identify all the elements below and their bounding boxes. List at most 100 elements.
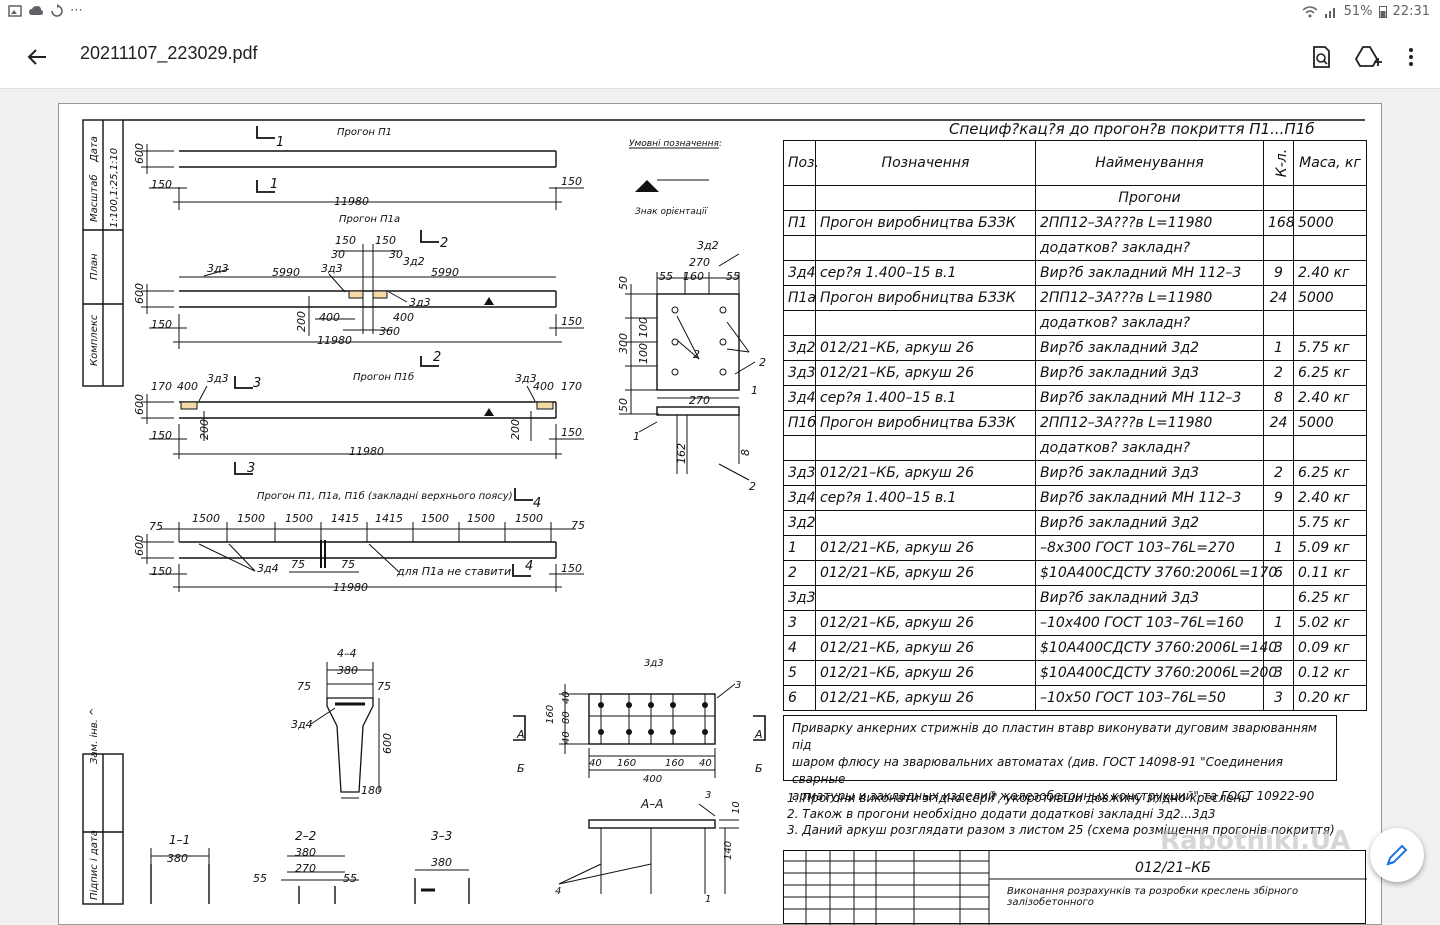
p1a-embed-3d3-left: 3д3 [207, 262, 229, 275]
p-all-dim-75-right: 75 [571, 519, 585, 532]
note-item: 2. Також в прогони необхідно додати дода… [787, 807, 1216, 821]
section-22-dim-55-right: 55 [343, 872, 357, 885]
cut-b-left: Б [517, 762, 525, 775]
p-all-note-no-p1a: для П1а не ставити [396, 565, 511, 578]
p1a-dim-height: 600 [133, 283, 146, 304]
embed-3d3-dim-160: 160 [545, 705, 556, 724]
pdf-page[interactable]: Масштаб Дата 1:100,1:25,1:10 План Компле… [58, 103, 1382, 925]
spec-cell-pos: 3д3 [783, 360, 816, 386]
spec-cell-pos: 3д4 [783, 385, 816, 411]
watermark: Rabotniki.UA [1160, 826, 1351, 856]
embed-3d3-dim-160-b: 160 [665, 758, 684, 769]
spec-cell-qty [1263, 435, 1294, 461]
p1a-dim-360: 360 [379, 325, 400, 338]
spec-cell-name: –10х50 ГОСТ 103–76L=50 [1035, 685, 1264, 711]
spec-cell-pos: 6 [783, 685, 816, 711]
spec-cell-name: 2ПП12–3А???в L=11980 [1035, 410, 1264, 436]
spec-cell-mass [1293, 310, 1367, 336]
structural-drawing: Масштаб Дата 1:100,1:25,1:10 План Компле… [82, 119, 1365, 905]
p1a-dim-30-left: 30 [331, 248, 345, 261]
spec-cell-designation: 012/21–КБ, аркуш 26 [815, 560, 1036, 586]
spec-cell-mass: 0.09 кг [1293, 635, 1367, 661]
embed-3d3-dim-400: 400 [643, 774, 662, 785]
spec-cell-designation: 012/21–КБ, аркуш 26 [815, 610, 1036, 636]
drawing-subtitle: Виконання розрахунків та розробки кресле… [1007, 886, 1299, 908]
side-label-scale: Масштаб [88, 174, 100, 222]
p-all-dim-75-mid-right: 75 [341, 558, 355, 571]
spec-cell-designation [815, 235, 1036, 261]
p1a-dim-400-right: 400 [393, 311, 414, 324]
p1b-dim-400-right: 400 [533, 380, 554, 393]
spec-cell-mass: 6.25 кг [1293, 585, 1367, 611]
embed-3d3-pos-3: 3 [735, 680, 741, 691]
spec-cell-mass: 0.12 кг [1293, 660, 1367, 686]
embed-3d2-dim-162: 162 [675, 443, 688, 464]
spec-cell-designation: Прогон виробництва БЗЗК [815, 210, 1036, 236]
p1b-dim-200-right: 200 [509, 419, 522, 440]
section-aa-pos-4: 4 [555, 886, 561, 897]
spec-cell-qty: 3 [1263, 635, 1294, 661]
p-all-dim-1500-5: 1500 [467, 512, 495, 525]
cut-2-top: 2 [440, 236, 448, 251]
cut-3-top: 3 [253, 376, 261, 391]
legend-orientation-mark: Знак орієнтації [635, 207, 708, 217]
spec-row: додатков? закладн? [783, 235, 1367, 261]
spec-cell-pos: 3д2 [783, 510, 816, 536]
side-label-plan: План [89, 253, 100, 280]
section-33-title: 3–3 [431, 829, 452, 843]
spec-cell-designation [815, 185, 1036, 211]
clock: 22:31 [1392, 4, 1430, 19]
welding-note-line: Приварку анкерних стрижнів до пластин вт… [792, 721, 1317, 752]
embed-3d2-pos-1-section: 1 [633, 430, 640, 443]
spec-cell-pos: 3д3 [783, 585, 816, 611]
spec-cell-name: додатков? закладн? [1035, 310, 1264, 336]
back-arrow-icon[interactable] [22, 42, 52, 72]
p1a-embed-3d2: 3д2 [403, 255, 425, 268]
spec-cell-designation: сер?я 1.400–15 в.1 [815, 485, 1036, 511]
welding-note: Приварку анкерних стрижнів до пластин вт… [783, 715, 1337, 803]
add-to-drive-icon[interactable] [1352, 42, 1382, 72]
spec-cell-name: Вир?б закладний 3д2 [1035, 510, 1264, 536]
cloud-icon [29, 5, 43, 15]
section-44-dim-180: 180 [361, 784, 382, 797]
embed-3d2-dim-270-top: 270 [689, 256, 710, 269]
note-item: 3. Даний аркуш розглядати разом з листом… [787, 823, 1335, 837]
general-notes: 1. Прогони виконати згідно серії', укоро… [787, 790, 1335, 838]
p1b-dim-left: 150 [151, 429, 172, 442]
p1a-title: Прогон П1а [339, 214, 400, 225]
spec-header-pos: Поз. [783, 140, 819, 186]
edit-fab-button[interactable] [1370, 828, 1424, 882]
spec-cell-pos: 2 [783, 560, 816, 586]
search-document-icon[interactable] [1306, 42, 1336, 72]
p1a-dim-left: 150 [151, 318, 172, 331]
document-title: 20211107_223029.pdf [80, 43, 258, 63]
spec-cell-qty: 1 [1263, 535, 1294, 561]
p-all-dim-1500-6: 1500 [515, 512, 543, 525]
spec-row: додатков? закладн? [783, 310, 1367, 336]
section-44-dim-600: 600 [381, 733, 394, 754]
spec-cell-qty: 2 [1263, 460, 1294, 486]
spec-cell-mass: 5.09 кг [1293, 535, 1367, 561]
p1b-embed-3d3-left: 3д3 [207, 372, 229, 385]
spec-cell-name: додатков? закладн? [1035, 235, 1264, 261]
side-label-scale-value: 1:100,1:25,1:10 [109, 148, 120, 228]
p-all-dim-1415-2: 1415 [375, 512, 403, 525]
more-options-icon[interactable] [1396, 42, 1426, 72]
battery-icon [1378, 6, 1387, 18]
spec-cell-mass: 5000 [1293, 410, 1367, 436]
embed-3d2-dim-100-a: 100 [637, 317, 650, 338]
spec-cell-name: $10А400СДСТУ 3760:2006L=200 [1035, 660, 1277, 686]
cut-4-top: 4 [533, 496, 541, 511]
spec-cell-name: Вир?б закладний 3д2 [1035, 335, 1264, 361]
section-22-dim-270: 270 [295, 862, 316, 875]
p1b-dim-400-left: 400 [177, 380, 198, 393]
p1a-dim-30-right: 30 [389, 248, 403, 261]
spec-cell-qty [1263, 585, 1294, 611]
embed-3d3-dim-160-a: 160 [617, 758, 636, 769]
spec-cell-designation: 012/21–КБ, аркуш 26 [815, 635, 1036, 661]
